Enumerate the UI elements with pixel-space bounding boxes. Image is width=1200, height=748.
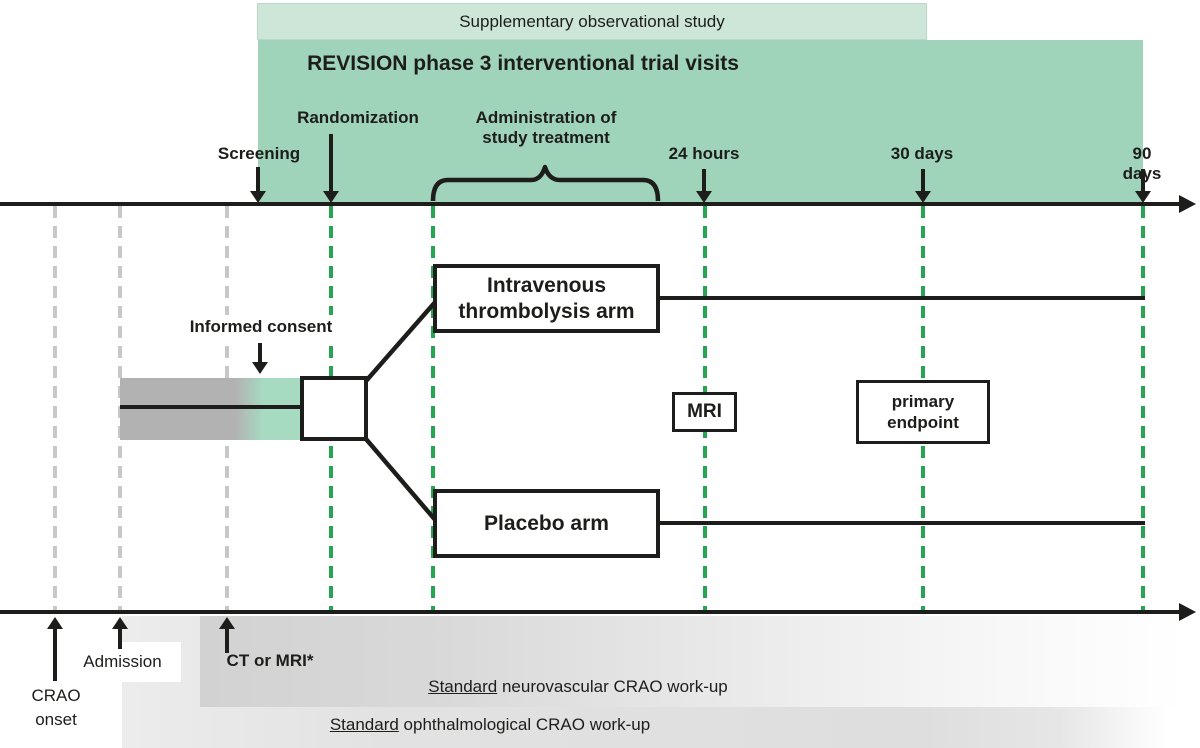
placebo-arm-box: Placebo arm xyxy=(433,489,660,558)
ct-or-mri-label: CT or MRI* xyxy=(226,651,314,670)
down-arrowhead-icon xyxy=(696,191,712,203)
admission-label: Admission xyxy=(83,652,162,671)
pre-randomization-line xyxy=(120,405,302,409)
down-arrowhead-icon xyxy=(250,191,266,203)
down-arrowhead-icon xyxy=(1135,191,1151,203)
trial-visits-title: REVISION phase 3 interventional trial vi… xyxy=(307,52,739,75)
top-timeline-arrowhead-icon xyxy=(1179,195,1196,213)
bottom-timeline xyxy=(0,610,1181,614)
iv-arm-connector-line xyxy=(658,296,1145,300)
up-arrowhead-icon xyxy=(219,617,235,629)
fork-line-iv-arm xyxy=(364,298,439,383)
down-arrowhead-icon xyxy=(252,362,268,374)
placebo-arm-connector-line xyxy=(658,521,1145,525)
up-arrowhead-icon xyxy=(112,617,128,629)
informed-consent-label: Informed consent xyxy=(184,315,338,340)
administration-label: Administration of study treatment xyxy=(475,108,617,148)
top-timeline xyxy=(0,202,1181,206)
supplementary-study-label: Supplementary observational study xyxy=(459,11,725,31)
up-arrowhead-icon xyxy=(47,617,63,629)
dashed-line-crao-onset xyxy=(53,206,57,611)
crao-onset-label: CRAO onset xyxy=(31,686,81,729)
mri-box: MRI xyxy=(672,392,737,432)
neurovascular-workup-zone xyxy=(200,616,1188,707)
trial-visits-title-wrap: REVISION phase 3 interventional trial vi… xyxy=(258,52,788,76)
screening-label: Screening xyxy=(217,144,301,163)
dashed-line-90-days xyxy=(1141,206,1145,611)
primary-endpoint-box: primary endpoint xyxy=(856,380,990,444)
fork-line-placebo-arm xyxy=(364,437,439,524)
randomization-label: Randomization xyxy=(297,108,419,127)
randomization-node xyxy=(300,376,368,441)
neurovascular-workup-label: Standard neurovascular CRAO work-up xyxy=(428,677,728,696)
dashed-line-treatment xyxy=(431,206,435,611)
down-arrowhead-icon xyxy=(915,191,931,203)
admission-label-box: Admission xyxy=(64,642,181,682)
iv-thrombolysis-arm-box: Intravenous thrombolysis arm xyxy=(433,264,660,333)
30-days-label: 30 days xyxy=(890,144,954,163)
down-arrowhead-icon xyxy=(323,191,339,203)
bottom-timeline-arrowhead-icon xyxy=(1179,603,1196,621)
pre-randomization-bar xyxy=(120,378,300,440)
supplementary-study-bar: Supplementary observational study xyxy=(257,3,927,40)
ophthalmological-workup-label: Standard ophthalmological CRAO work-up xyxy=(329,715,651,734)
24-hours-label: 24 hours xyxy=(668,144,740,163)
trial-visits-bar xyxy=(258,40,1143,203)
